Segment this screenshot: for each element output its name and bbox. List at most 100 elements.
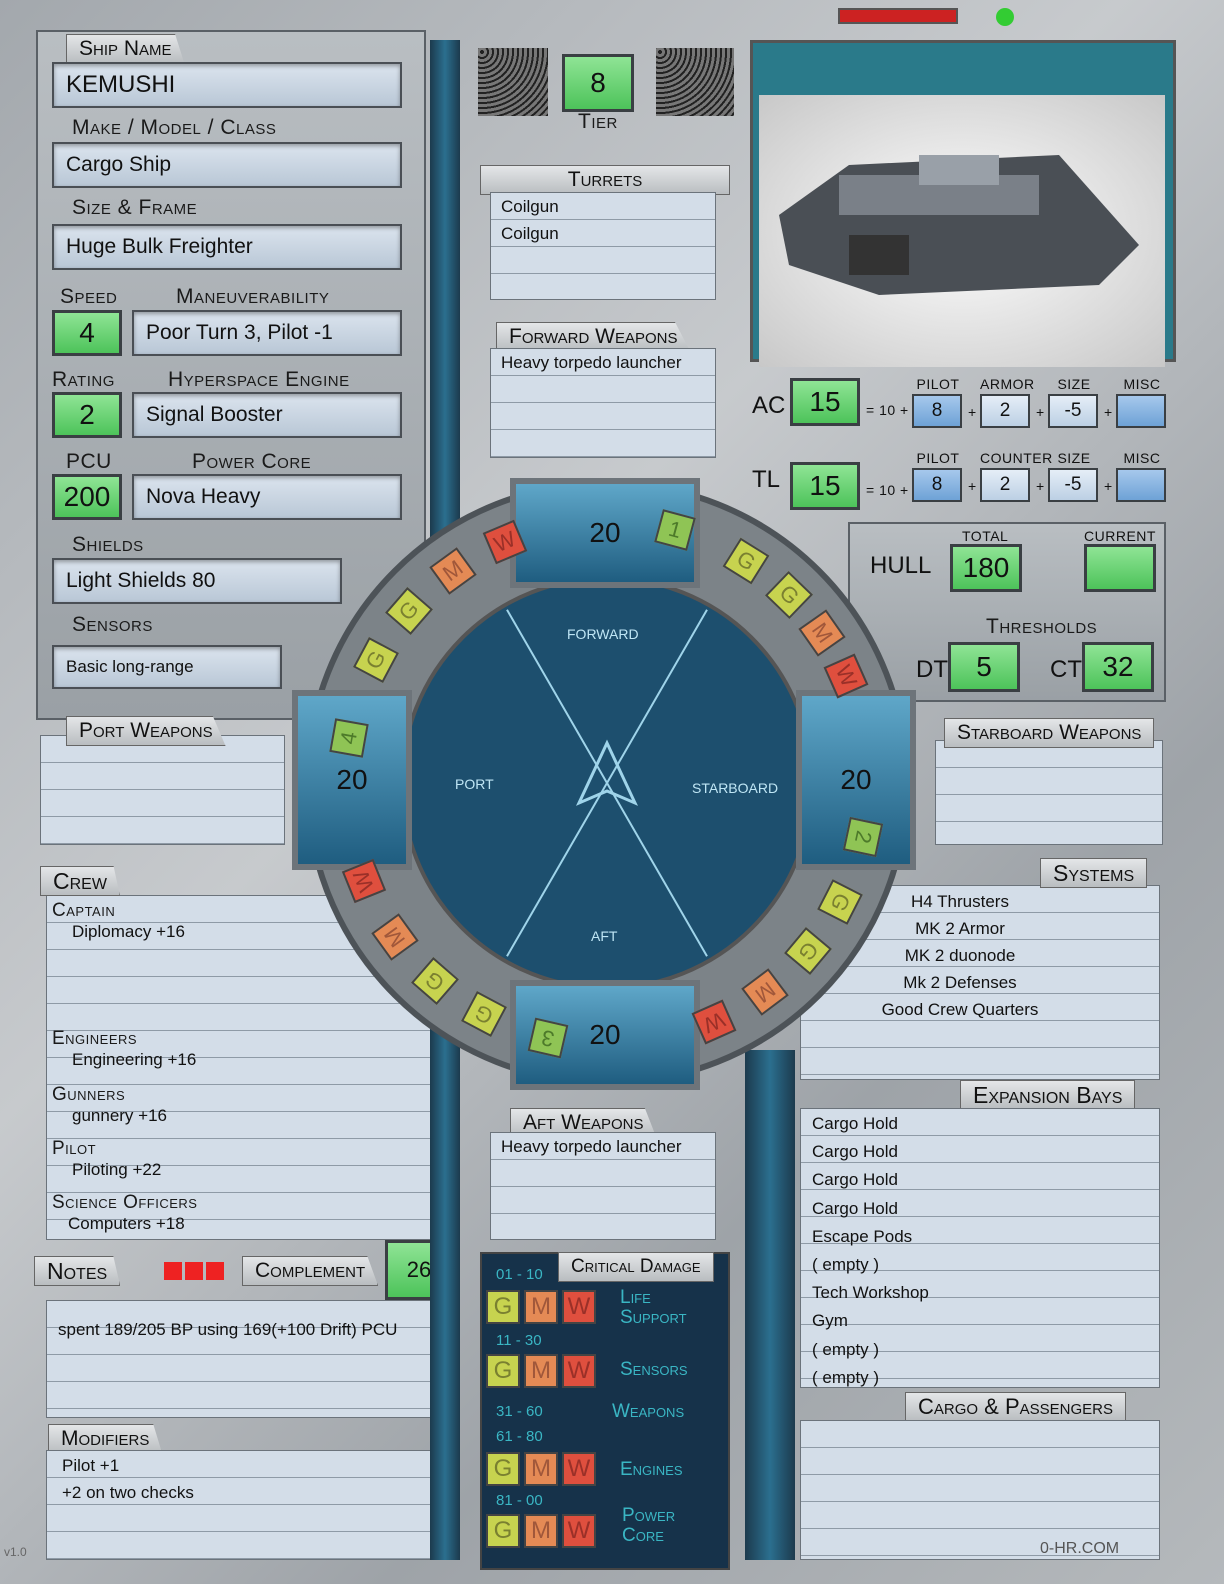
cargo-area[interactable] [800, 1420, 1160, 1560]
ac_parts-label: Size [1057, 376, 1091, 392]
bay-item[interactable]: Cargo Hold [812, 1198, 898, 1218]
tl_parts-label: Misc [1123, 450, 1161, 466]
bay-item[interactable]: Cargo Hold [812, 1114, 898, 1133]
arc-label-port: PORT [455, 776, 494, 792]
system-item[interactable]: Mk 2 Defenses [903, 973, 1017, 992]
port-shield-field[interactable]: 20 [292, 690, 412, 870]
size-field[interactable]: Huge Bulk Freighter [52, 224, 402, 270]
crit-range: 31 - 60 [496, 1403, 543, 1420]
bay-item[interactable]: ( empty ) [812, 1339, 880, 1359]
maneuver-field[interactable]: Poor Turn 3, Pilot -1 [132, 310, 402, 356]
crew-skill[interactable]: Engineering +16 [72, 1050, 197, 1069]
starboard-weapons-area[interactable] [935, 740, 1163, 845]
ship-name-field[interactable]: KEMUSHI [52, 62, 402, 108]
status-bar-red [838, 8, 958, 24]
bay-item[interactable]: Tech Workshop [812, 1283, 929, 1303]
ac-equation: = 10 + [866, 402, 909, 418]
bay-item[interactable]: Gym [812, 1311, 848, 1331]
bay-item[interactable]: Escape Pods [812, 1226, 913, 1246]
ac_parts-field[interactable]: -5 [1048, 394, 1098, 428]
plus-sign: + [1104, 478, 1113, 494]
tl_parts-field[interactable]: -5 [1048, 468, 1098, 502]
malfunctioning-box[interactable]: M [524, 1514, 558, 1548]
notes-text[interactable]: spent 189/205 BP using 169(+100 Drift) P… [58, 1320, 398, 1339]
system-item[interactable]: MK 2 duonode [904, 946, 1016, 965]
tier-label: Tier [578, 110, 618, 133]
crit-system: Sensors [620, 1359, 688, 1380]
indicator-light [164, 1262, 182, 1280]
ac_parts-field[interactable] [1116, 394, 1166, 428]
aft-shield-field[interactable]: 20 [510, 980, 700, 1090]
crew-skill[interactable]: Piloting +22 [72, 1160, 162, 1179]
modifier-item[interactable]: +2 on two checks [62, 1483, 194, 1502]
expansion-bays-label: Expansion Bays [960, 1080, 1136, 1110]
ac-field[interactable]: 15 [790, 378, 860, 426]
malfunctioning-box[interactable]: M [524, 1354, 558, 1388]
forward-weapon-item[interactable]: Heavy torpedo launcher [501, 353, 682, 372]
make-field[interactable]: Cargo Ship [52, 142, 402, 188]
systems-list: H4 Thrusters MK 2 Armor MK 2 duonode Mk … [860, 888, 1060, 1023]
core-field[interactable]: Nova Heavy [132, 474, 402, 520]
aft-weapon-item[interactable]: Heavy torpedo launcher [501, 1137, 682, 1156]
malfunctioning-box[interactable]: M [524, 1290, 558, 1324]
bay-item[interactable]: ( empty ) [812, 1367, 880, 1387]
tl_parts-label: Counter [980, 450, 1053, 466]
glitching-box[interactable]: G [486, 1514, 520, 1548]
system-item[interactable]: MK 2 Armor [915, 919, 1005, 938]
shields-field[interactable]: Light Shields 80 [52, 558, 342, 604]
speed-field[interactable]: 4 [52, 310, 122, 356]
crew-skill[interactable]: Diplomacy +16 [72, 922, 185, 941]
pcu-field[interactable]: 200 [52, 474, 122, 520]
wrecked-box[interactable]: W [562, 1514, 596, 1548]
port-weapons-label: Port Weapons [66, 716, 226, 746]
shields-label: Shields [72, 533, 144, 556]
modifier-item[interactable]: Pilot +1 [62, 1456, 120, 1475]
glitching-box[interactable]: G [486, 1354, 520, 1388]
hull-current-field[interactable] [1084, 544, 1156, 592]
ac_parts-label: Pilot [916, 376, 960, 392]
bay-item[interactable]: Cargo Hold [812, 1170, 898, 1190]
tl_parts-field[interactable]: 8 [912, 468, 962, 502]
wrecked-box[interactable]: W [562, 1354, 596, 1388]
glitching-box[interactable]: G [486, 1290, 520, 1324]
hull-current-label: CURRENT [1084, 528, 1156, 544]
crew-skill[interactable]: Computers +18 [68, 1214, 185, 1233]
rating-field[interactable]: 2 [52, 392, 122, 438]
tl_parts-label: Size [1057, 450, 1091, 466]
port-weapons-area[interactable] [40, 735, 285, 845]
crit-range: 81 - 00 [496, 1492, 543, 1509]
ct-field[interactable]: 32 [1082, 642, 1154, 692]
turret-item[interactable]: Coilgun [501, 224, 559, 243]
tl-field[interactable]: 15 [790, 462, 860, 510]
hull-total-field[interactable]: 180 [950, 544, 1022, 592]
dt-field[interactable]: 5 [948, 642, 1020, 692]
tl_parts-field[interactable] [1116, 468, 1166, 502]
ac_parts-field[interactable]: 2 [980, 394, 1030, 428]
malfunctioning-box[interactable]: M [524, 1452, 558, 1486]
arc-divider [506, 609, 708, 957]
tl-label: TL [752, 466, 781, 493]
tier-field[interactable]: 8 [562, 54, 634, 112]
bay-item[interactable]: Cargo Hold [812, 1142, 898, 1162]
wrecked-box[interactable]: W [562, 1290, 596, 1324]
sensors-field[interactable]: Basic long-range [52, 645, 282, 689]
wrecked-box[interactable]: W [562, 1452, 596, 1486]
ship-image [759, 95, 1165, 367]
speed-label: Speed [60, 285, 118, 308]
system-item[interactable]: Good Crew Quarters [881, 1000, 1039, 1019]
ac_parts-field[interactable]: 8 [912, 394, 962, 428]
bay-item[interactable]: ( empty ) [812, 1255, 880, 1275]
crew-role: Captain [52, 900, 116, 921]
crew-role: Engineers [52, 1028, 138, 1049]
crit-range: 61 - 80 [496, 1428, 543, 1445]
tl_parts-field[interactable]: 2 [980, 468, 1030, 502]
glitching-box[interactable]: G [486, 1452, 520, 1486]
system-item[interactable]: H4 Thrusters [911, 892, 1009, 911]
hyper-field[interactable]: Signal Booster [132, 392, 402, 438]
crew-skill[interactable]: gunnery +16 [72, 1106, 167, 1125]
ship-image-frame [750, 40, 1176, 367]
turrets-label: Turrets [480, 165, 730, 195]
systems-label: Systems [1040, 858, 1148, 888]
turret-item[interactable]: Coilgun [501, 197, 559, 216]
aft-weapons-area: Heavy torpedo launcher [490, 1132, 716, 1240]
